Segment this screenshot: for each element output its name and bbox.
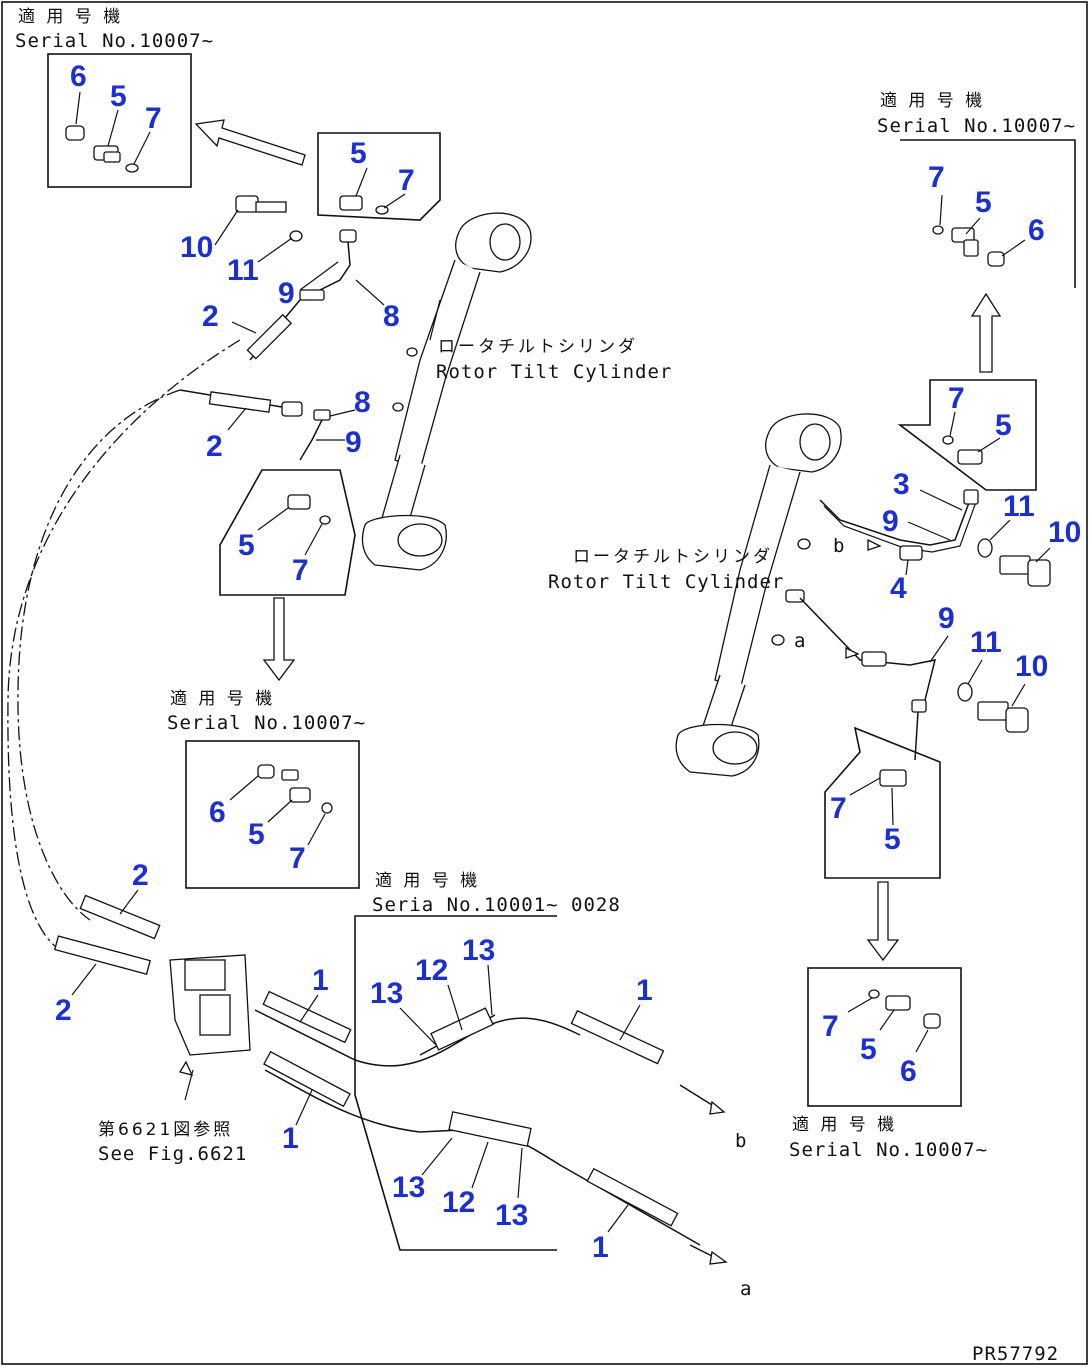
inset-ml-serial: Serial No.10007~ — [167, 712, 366, 734]
inset-tr-jp-label: 適 用 号 機 — [880, 91, 985, 111]
callout-11: 11 — [1003, 490, 1035, 523]
rotor-tilt-cylinder-left — [361, 212, 532, 571]
cylinder-label-jp-right: ロータチルトシリンダ — [573, 547, 773, 567]
inset-tl-parts — [65, 91, 151, 173]
range-jp-label: 適 用 号 機 — [375, 871, 480, 891]
callout-3: 3 — [893, 468, 910, 501]
inset-tr-serial: Serial No.10007~ — [877, 115, 1076, 137]
callout-6: 6 — [209, 796, 226, 829]
inset-right-upper-box — [897, 379, 1037, 491]
callout-7: 7 — [145, 102, 162, 135]
callout-5: 5 — [248, 818, 265, 851]
fittings-upper — [235, 195, 389, 301]
inset-br-box — [807, 967, 962, 1107]
callout-9: 9 — [882, 505, 899, 538]
callout-8: 8 — [354, 386, 371, 419]
inset-cyl-top-box — [317, 132, 441, 221]
inset-tl-serial: Serial No.10007~ — [15, 30, 214, 52]
callout-7: 7 — [928, 161, 945, 194]
inset-br-jp-label: 適 用 号 機 — [792, 1115, 897, 1135]
inset-right-lower-box — [824, 726, 941, 879]
callout-12: 12 — [415, 954, 448, 987]
callout-13: 13 — [495, 1199, 528, 1232]
arrow-to-tr-inset — [970, 292, 1002, 373]
callout-2: 2 — [132, 859, 149, 892]
callout-10: 10 — [1048, 516, 1081, 549]
range-bracket — [354, 915, 557, 1251]
see-fig-en: See Fig.6621 — [98, 1143, 247, 1165]
callout-13: 13 — [370, 977, 403, 1010]
callout-10: 10 — [1015, 650, 1048, 683]
arrow-to-br-inset — [866, 881, 900, 962]
valve-block — [169, 954, 251, 1056]
callout-1: 1 — [282, 1122, 299, 1155]
callout-7: 7 — [822, 1010, 839, 1043]
callout-2: 2 — [206, 430, 223, 463]
end-label-b-right: b — [833, 535, 845, 557]
cylinder-label-jp-top: ロータチルトシリンダ — [438, 337, 638, 357]
callout-9: 9 — [278, 277, 295, 310]
rotor-tilt-cylinder-right — [675, 413, 842, 777]
callout-11: 11 — [970, 626, 1002, 659]
callout-5: 5 — [884, 823, 901, 856]
inset-cyl-bottom-box — [219, 469, 356, 596]
callout-2: 2 — [55, 994, 72, 1027]
inset-ml-jp-label: 適 用 号 機 — [170, 689, 275, 709]
callout-7: 7 — [830, 792, 847, 825]
inset-br-serial: Serial No.10007~ — [789, 1139, 988, 1161]
callout-9: 9 — [345, 426, 362, 459]
callout-13: 13 — [392, 1171, 425, 1204]
callout-1: 1 — [636, 974, 653, 1007]
callout-7: 7 — [398, 164, 415, 197]
callout-1: 1 — [592, 1231, 609, 1264]
callout-7: 7 — [289, 842, 306, 875]
see-fig-jp: 第6621図参照 — [98, 1120, 233, 1140]
callout-5: 5 — [238, 529, 255, 562]
inset-tr-bracket — [900, 139, 1076, 288]
tube-3 — [819, 499, 971, 546]
cylinder-label-en-right: Rotor Tilt Cylinder — [548, 571, 784, 593]
callout-12: 12 — [442, 1186, 475, 1219]
arrow-to-tl-inset — [194, 119, 306, 166]
inset-ml-box — [185, 740, 360, 889]
callout-7: 7 — [948, 382, 965, 415]
arrow-to-mid-inset — [262, 597, 296, 682]
callout-8: 8 — [383, 300, 400, 333]
callout-4: 4 — [890, 572, 907, 605]
drawing-code: PR57792 — [972, 1343, 1059, 1365]
callout-5: 5 — [995, 409, 1012, 442]
hose-2-long-a — [17, 389, 181, 921]
tube-to-a — [799, 597, 937, 701]
callout-7: 7 — [292, 554, 309, 587]
callout-2: 2 — [202, 300, 219, 333]
callout-6: 6 — [70, 60, 87, 93]
callout-10: 10 — [180, 231, 213, 264]
hose-1-to-a — [264, 1069, 701, 1246]
hose-2-lower-a — [79, 894, 161, 940]
callout-6: 6 — [900, 1055, 917, 1088]
callout-11: 11 — [227, 254, 259, 287]
callout-5: 5 — [860, 1033, 877, 1066]
callout-9: 9 — [938, 602, 955, 635]
cylinder-label-en-top: Rotor Tilt Cylinder — [436, 361, 672, 383]
callout-1: 1 — [312, 964, 329, 997]
callout-5: 5 — [350, 137, 367, 170]
range-serial: Seria No.10001~ 0028 — [372, 894, 621, 916]
inset-tl-box — [47, 53, 192, 188]
callout-13: 13 — [462, 934, 495, 967]
callout-6: 6 — [1028, 214, 1045, 247]
end-label-b: b — [735, 1130, 747, 1152]
hose-2-long-b — [7, 339, 241, 951]
callout-5: 5 — [975, 186, 992, 219]
fitting-4 — [899, 545, 923, 561]
callout-5: 5 — [110, 80, 127, 113]
end-label-a-right: a — [794, 630, 806, 652]
sleeve-12-lower — [448, 1111, 532, 1147]
inset-tl-jp-label: 適 用 号 機 — [18, 7, 123, 27]
hose-2-lower-b — [53, 935, 151, 975]
end-label-a: a — [740, 1278, 752, 1300]
